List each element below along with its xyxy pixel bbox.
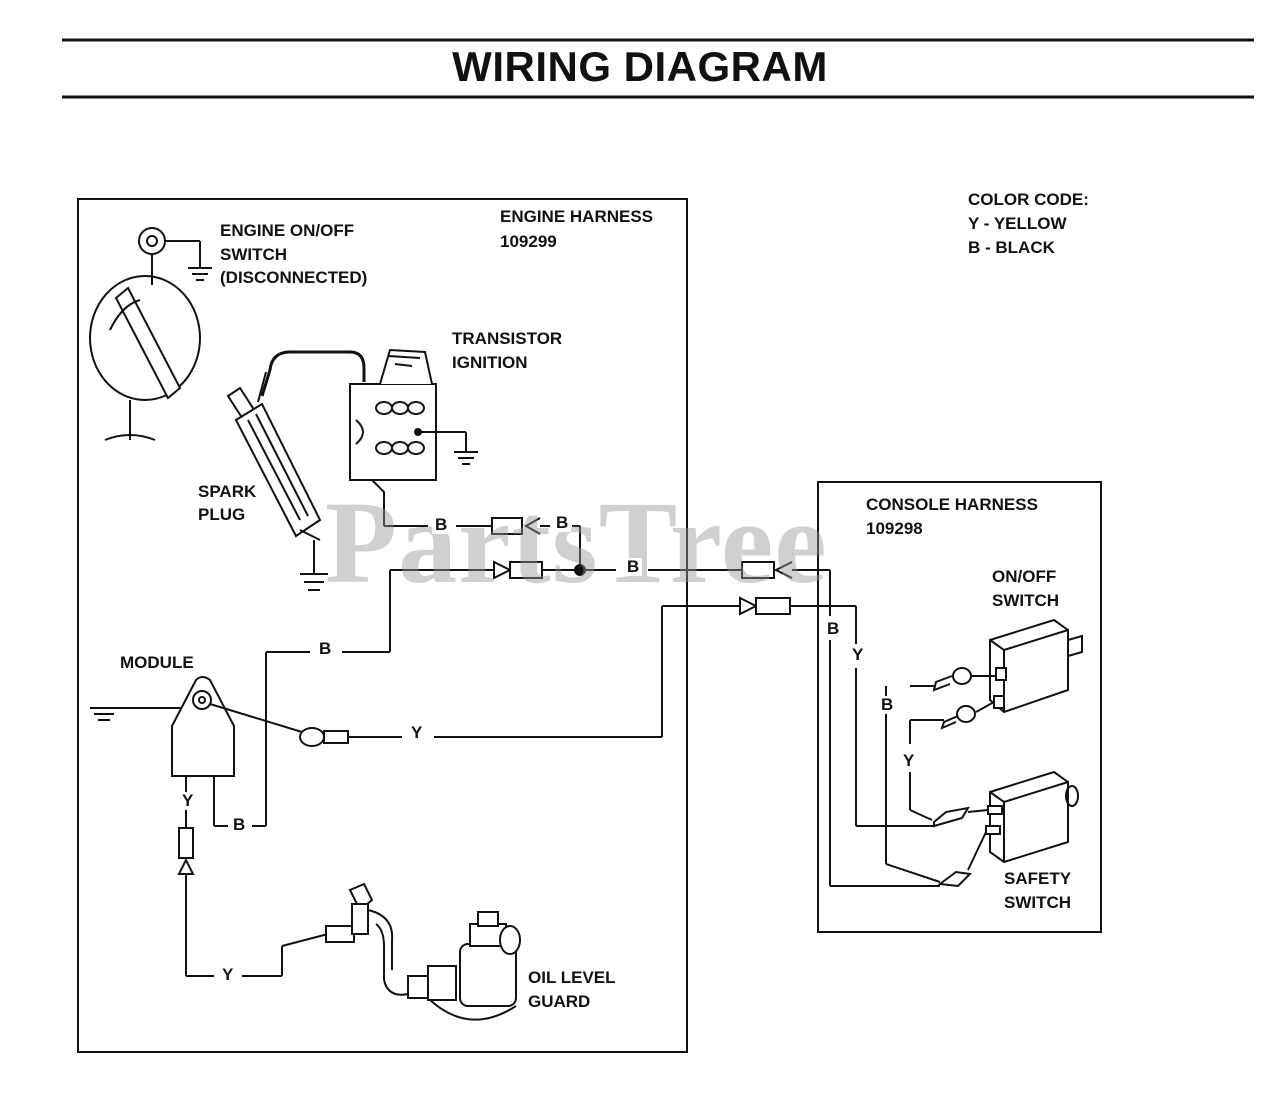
console-connector-y <box>755 597 791 615</box>
engine-harness-name: ENGINE HARNESS <box>500 207 654 226</box>
page-title: WIRING DIAGRAM <box>452 43 828 90</box>
spark-plug-label-1: SPARK <box>198 482 257 501</box>
engine-switch-drawing <box>89 227 212 441</box>
console-on-off-drawing <box>885 618 1083 883</box>
safety-switch-drawing <box>933 770 1079 888</box>
console-harness-part: 109298 <box>866 519 923 538</box>
on-off-switch-label-2: SWITCH <box>992 591 1060 610</box>
color-code-yellow: Y - YELLOW <box>968 214 1067 233</box>
oil-guard-label-2: GUARD <box>528 992 591 1011</box>
wire-label-module-b-upper: B <box>316 640 335 658</box>
color-code-black: B - BLACK <box>968 238 1055 257</box>
engine-switch-label-3: (DISCONNECTED) <box>220 268 368 287</box>
wire-label-console-b1: B <box>824 620 843 638</box>
ignition-drawing <box>349 348 478 526</box>
main-connector <box>509 561 543 579</box>
safety-switch-label-2: SWITCH <box>1004 893 1072 912</box>
console-harness-name: CONSOLE HARNESS <box>866 495 1038 514</box>
spark-plug-drawing <box>226 386 328 591</box>
wire-label-module-y-lower: Y <box>179 792 197 810</box>
engine-switch-label-2: SWITCH <box>220 245 288 264</box>
module-drawing <box>90 676 349 777</box>
wire-label-console-y1: Y <box>849 646 867 664</box>
engine-harness-box <box>77 198 688 1053</box>
engine-switch-label-1: ENGINE ON/OFF <box>220 221 355 240</box>
console-harness-box <box>817 481 1102 933</box>
color-code-heading: COLOR CODE: <box>968 190 1089 209</box>
splice-node <box>574 564 586 576</box>
ignition-label-1: TRANSISTOR <box>452 329 563 348</box>
module-label: MODULE <box>120 653 194 672</box>
spark-plug-label-2: PLUG <box>198 505 246 524</box>
wire-label-console-b2: B <box>878 696 897 714</box>
console-connector-b <box>741 561 775 579</box>
oil-guard-label-1: OIL LEVEL <box>528 968 616 987</box>
engine-harness-part: 109299 <box>500 232 557 251</box>
wire-label-console-y2: Y <box>900 752 918 770</box>
wire-label-ign-b2: B <box>553 514 572 532</box>
oil-guard-drawing <box>325 882 521 1021</box>
wire-label-oil-y: Y <box>219 966 237 984</box>
on-off-switch-label-1: ON/OFF <box>992 567 1057 586</box>
ignition-label-2: IGNITION <box>452 353 528 372</box>
wire-label-module-y: Y <box>408 724 426 742</box>
ign-connector <box>491 517 523 535</box>
wire-label-module-b-lower: B <box>230 816 249 834</box>
wire-label-main-b: B <box>624 558 643 576</box>
wire-label-ign-b1: B <box>432 516 451 534</box>
safety-switch-label-1: SAFETY <box>1004 869 1072 888</box>
